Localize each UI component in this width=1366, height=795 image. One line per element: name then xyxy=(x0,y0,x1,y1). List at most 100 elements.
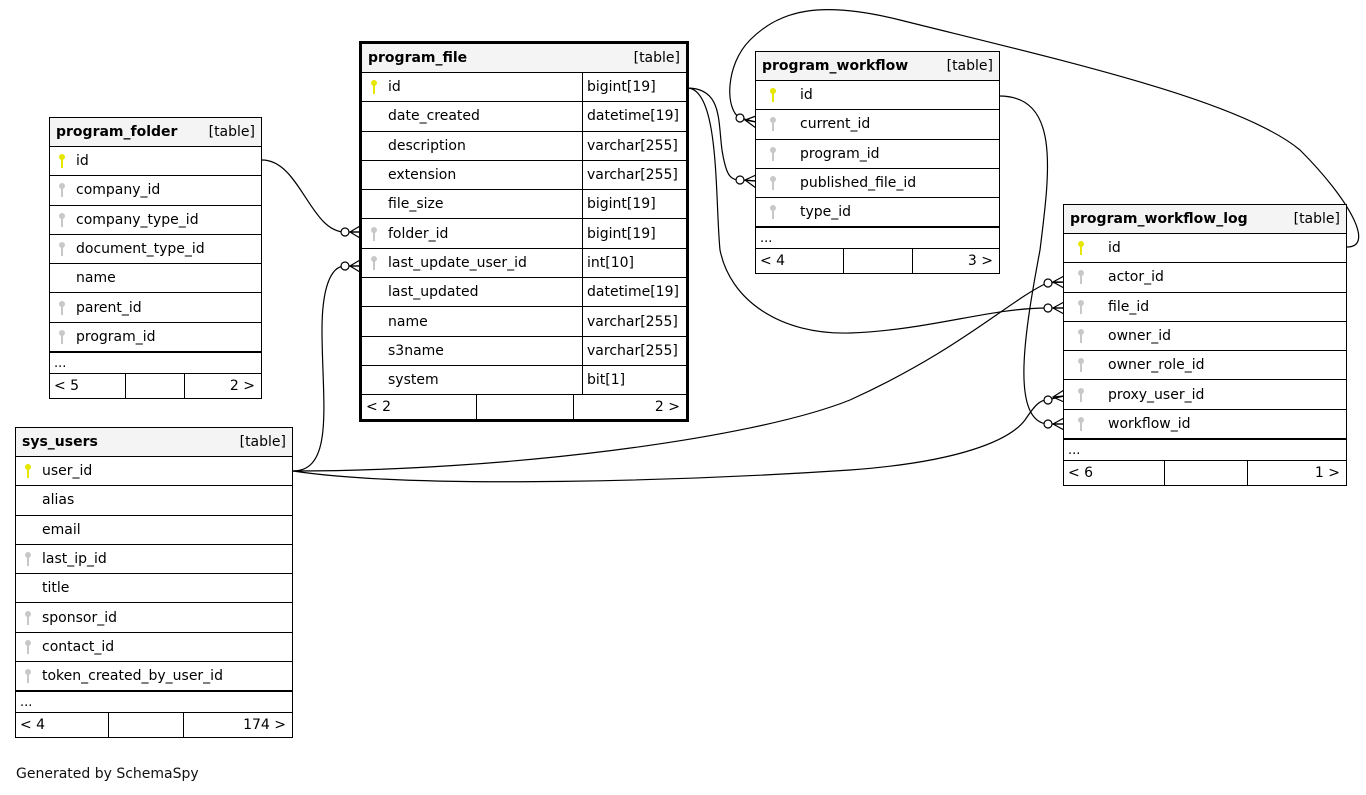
column-row[interactable]: parent_id xyxy=(50,293,261,323)
column-name: last_ip_id xyxy=(42,551,107,568)
column-row[interactable]: contact_id xyxy=(16,633,292,663)
column-row[interactable]: name xyxy=(50,264,261,294)
column-row[interactable]: owner_id xyxy=(1064,322,1346,352)
parents-count[interactable]: < 6 xyxy=(1064,461,1165,486)
column-name-cell: token_created_by_user_id xyxy=(16,662,292,690)
column-name-cell: alias xyxy=(16,486,292,514)
column-row[interactable]: id xyxy=(756,81,999,111)
children-count[interactable]: 3 > xyxy=(967,253,993,270)
table-name[interactable]: program_file xyxy=(368,50,468,66)
column-row[interactable]: program_id xyxy=(50,323,261,353)
foreign-key-icon xyxy=(52,323,72,351)
column-row[interactable]: email xyxy=(16,516,292,545)
parents-count[interactable]: < 5 xyxy=(50,374,126,399)
column-row[interactable]: company_id xyxy=(50,176,261,206)
more-columns: ... xyxy=(50,352,261,375)
footer-spacer xyxy=(109,713,184,738)
children-count[interactable]: 1 > xyxy=(1314,465,1340,482)
column-row[interactable]: actor_id xyxy=(1064,263,1346,293)
column-type: varchar[255] xyxy=(582,131,686,160)
column-row[interactable]: last_ip_id xyxy=(16,545,292,575)
table-name[interactable]: program_folder xyxy=(56,124,178,140)
column-name-cell: company_id xyxy=(50,176,261,204)
column-name: proxy_user_id xyxy=(1108,386,1205,403)
foreign-key-icon xyxy=(1066,322,1096,350)
column-name-cell: description xyxy=(362,132,582,160)
table-header[interactable]: program_workflow_log [table] xyxy=(1064,205,1346,234)
column-row[interactable]: id xyxy=(1064,234,1346,264)
foreign-key-icon xyxy=(758,198,788,226)
foreign-key-icon xyxy=(52,293,72,321)
column-row[interactable]: owner_role_id xyxy=(1064,351,1346,381)
column-name-cell: date_created xyxy=(362,102,582,130)
column-name: document_type_id xyxy=(76,241,205,258)
foreign-key-icon xyxy=(18,545,38,573)
column-row[interactable]: token_created_by_user_id xyxy=(16,662,292,692)
table-header[interactable]: program_workflow [table] xyxy=(756,52,999,81)
table-footer: < 4 3 > xyxy=(756,249,999,274)
column-row[interactable]: proxy_user_id xyxy=(1064,380,1346,410)
column-name-cell: name xyxy=(362,307,582,335)
column-name: owner_id xyxy=(1108,328,1172,345)
no-key-spacer xyxy=(18,486,38,514)
column-row[interactable]: workflow_id xyxy=(1064,410,1346,440)
column-name: date_created xyxy=(388,108,480,125)
parents-count[interactable]: < 4 xyxy=(16,713,109,738)
foreign-key-icon xyxy=(52,176,72,204)
column-name-cell: parent_id xyxy=(50,293,261,321)
children-count[interactable]: 2 > xyxy=(654,399,680,416)
table-name[interactable]: program_workflow xyxy=(762,58,909,74)
more-columns: ... xyxy=(16,691,292,714)
foreign-key-icon xyxy=(364,219,384,247)
column-name-cell: user_id xyxy=(16,457,292,485)
optional-marker xyxy=(340,227,350,237)
column-name-cell: id xyxy=(756,81,999,109)
column-row[interactable]: published_file_id xyxy=(756,169,999,199)
column-row[interactable]: document_type_id xyxy=(50,235,261,265)
column-row[interactable]: current_id xyxy=(756,110,999,140)
column-row[interactable]: title xyxy=(16,574,292,604)
parents-count[interactable]: < 2 xyxy=(362,395,477,420)
column-name: user_id xyxy=(42,463,93,480)
primary-key-icon xyxy=(364,73,384,101)
column-row[interactable]: id xyxy=(50,147,261,177)
table-header[interactable]: program_folder [table] xyxy=(50,118,261,147)
column-row[interactable]: program_id xyxy=(756,140,999,169)
children-count[interactable]: 174 > xyxy=(243,717,286,734)
column-name: last_update_user_id xyxy=(388,254,527,271)
parents-count[interactable]: < 4 xyxy=(756,249,844,274)
column-row[interactable]: file_id xyxy=(1064,293,1346,322)
table-name[interactable]: program_workflow_log xyxy=(1070,211,1248,227)
table-header[interactable]: sys_users [table] xyxy=(16,428,292,457)
column-row[interactable]: company_type_id xyxy=(50,206,261,235)
optional-marker xyxy=(1043,303,1053,313)
edge-folder-to-file xyxy=(261,159,360,233)
table-name[interactable]: sys_users xyxy=(22,434,98,450)
children-count[interactable]: 2 > xyxy=(229,378,255,395)
no-key-spacer xyxy=(364,337,384,365)
table-header[interactable]: program_file [table] xyxy=(362,44,686,73)
column-row[interactable]: user_id xyxy=(16,457,292,487)
column-row[interactable]: sponsor_id xyxy=(16,603,292,633)
optional-marker xyxy=(1043,395,1053,405)
column-row[interactable]: alias xyxy=(16,486,292,516)
column-row[interactable]: type_id xyxy=(756,198,999,228)
column-name: id xyxy=(800,87,813,104)
